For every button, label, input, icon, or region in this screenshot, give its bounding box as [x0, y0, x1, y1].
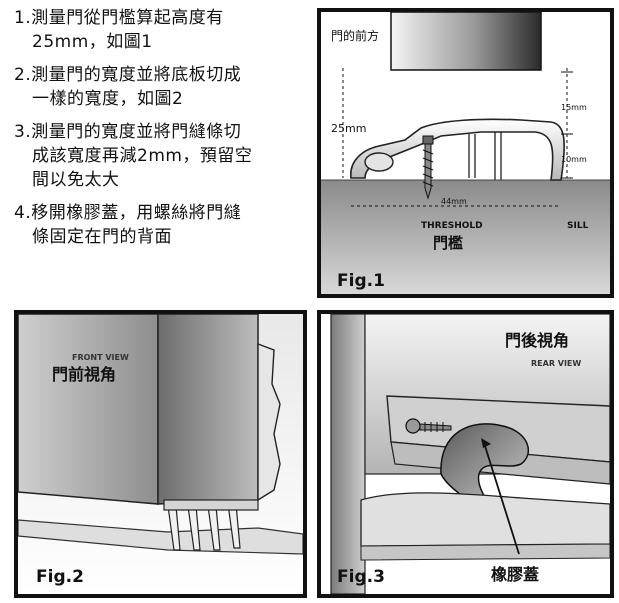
door-frame: [330, 314, 366, 594]
figure-3-rear-view: 門後視角 REAR VIEW 橡膠蓋 Fig.3: [317, 310, 614, 598]
dim-15-label: 15mm: [561, 103, 587, 112]
threshold-base-edge: [360, 543, 610, 561]
step-4-line-1: 4.移開橡膠蓋，用螺絲將門縫: [14, 203, 242, 223]
threshold-base: [360, 492, 610, 547]
dim-25-label: 25mm: [331, 122, 366, 135]
rear-view-zh-label: 門後視角: [505, 331, 569, 350]
step-2-line-1: 2.測量門的寬度並將底板切成: [14, 65, 242, 85]
step-1-line-1: 1.測量門從門檻算起高度有: [14, 8, 224, 28]
threshold-en-label: THRESHOLD: [421, 221, 483, 231]
instruction-steps: 1.測量門從門檻算起高度有 25mm，如圖1 2.測量門的寬度並將底板切成 一樣…: [14, 6, 304, 258]
step-3-line-1: 3.測量門的寬度並將門縫條切: [14, 122, 242, 142]
step-2: 2.測量門的寬度並將底板切成 一樣的寬度，如圖2: [14, 63, 304, 111]
threshold-web: [494, 132, 502, 180]
threshold-zh-label: 門檻: [433, 234, 463, 252]
figure-1-threshold-cross-section: 門的前方 25mm 15mm 10mm 44mm THRESHOLD 門檻 SI…: [317, 8, 614, 298]
figure-3-drawing: 門後視角 REAR VIEW 橡膠蓋 Fig.3: [321, 314, 610, 594]
figure-1-drawing: 門的前方 25mm 15mm 10mm 44mm THRESHOLD 門檻 SI…: [321, 12, 610, 294]
door-front-label: 門的前方: [331, 28, 379, 43]
step-4-line-2: 條固定在門的背面: [32, 227, 172, 247]
step-3-line-3: 間以免太大: [32, 170, 120, 190]
sill-label: SILL: [567, 221, 589, 231]
front-view-zh-label: 門前視角: [52, 365, 116, 384]
screw-icon: [422, 135, 434, 200]
door-front-face: [18, 314, 159, 505]
rear-view-en-label: REAR VIEW: [531, 359, 581, 368]
step-3: 3.測量門的寬度並將門縫條切 成該寬度再減2mm，預留空 間以免太大: [14, 120, 304, 192]
threshold-rubber-bead: [364, 152, 394, 172]
door-seal-profile: [257, 342, 281, 502]
sill-surface: [321, 180, 610, 294]
figure-2-label: Fig.2: [36, 567, 84, 587]
step-1-line-2: 25mm，如圖1: [32, 32, 153, 52]
dim-10-label: 10mm: [561, 155, 587, 164]
figure-1-label: Fig.1: [337, 271, 385, 291]
rubber-cap-pointer: [484, 445, 520, 555]
door-sweep-fins: [163, 499, 259, 551]
step-1: 1.測量門從門檻算起高度有 25mm，如圖1: [14, 6, 304, 54]
threshold-web: [468, 134, 476, 178]
pointer-arrowhead: [481, 438, 491, 448]
rubber-cap-label: 橡膠蓋: [491, 565, 539, 584]
screw-icon: [405, 418, 452, 434]
figure-2-front-view: FRONT VIEW 門前視角 Fig.2: [14, 310, 307, 598]
step-3-line-2: 成該寬度再減2mm，預留空: [32, 146, 253, 166]
door-edge: [157, 314, 259, 505]
door-bottom-shape: [390, 12, 542, 71]
step-4: 4.移開橡膠蓋，用螺絲將門縫 條固定在門的背面: [14, 201, 304, 249]
step-2-line-2: 一樣的寬度，如圖2: [32, 89, 184, 109]
figure-2-drawing: FRONT VIEW 門前視角 Fig.2: [18, 314, 303, 594]
threshold-strip: [18, 519, 303, 555]
figure-3-label: Fig.3: [337, 567, 385, 587]
dim-44-label: 44mm: [441, 197, 467, 206]
front-view-en-label: FRONT VIEW: [72, 353, 129, 362]
